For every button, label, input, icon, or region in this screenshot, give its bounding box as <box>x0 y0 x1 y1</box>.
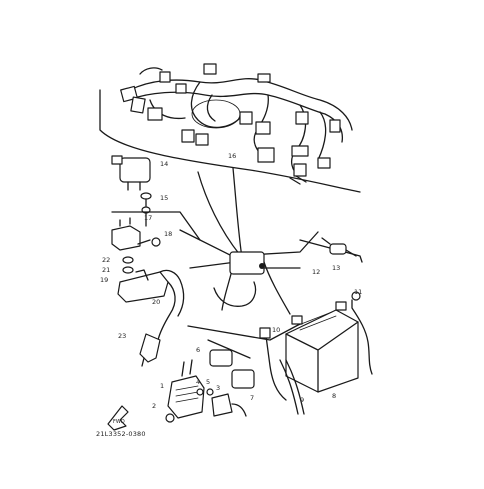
callout-5: 5 <box>206 378 210 386</box>
fuse-frame-line <box>207 339 251 359</box>
battery-part <box>285 301 359 393</box>
relay-part <box>111 155 152 207</box>
harness-frame-line <box>99 89 361 193</box>
spark-plug-cap-part <box>139 333 161 367</box>
frame-line-left <box>111 211 201 241</box>
connector-block <box>229 251 265 275</box>
nut-part-22 <box>122 256 134 264</box>
callout-15: 15 <box>160 194 168 202</box>
connector-part-12 <box>299 237 363 263</box>
callout-2: 2 <box>152 402 156 410</box>
callout-22: 22 <box>102 256 110 264</box>
callout-14: 14 <box>160 160 168 168</box>
collar-part-5 <box>206 388 214 396</box>
callout-21: 21 <box>102 266 110 274</box>
callout-12: 12 <box>312 268 320 276</box>
nut-part-18 <box>151 237 161 247</box>
starter-relay-part <box>111 217 141 251</box>
rectifier-part <box>167 359 205 419</box>
regulator-part-3 <box>211 393 247 417</box>
frame-line-right <box>263 261 291 315</box>
leader-17 <box>137 239 151 245</box>
callout-6: 6 <box>196 346 200 354</box>
callout-1: 1 <box>160 382 164 390</box>
callout-18: 18 <box>164 230 172 238</box>
svg-text:FWD: FWD <box>113 419 125 425</box>
wire-harness <box>120 63 353 185</box>
callout-17: 17 <box>144 214 152 222</box>
cable-terminal-10 <box>259 327 271 339</box>
callout-7: 7 <box>250 394 254 402</box>
breather-pipe-part <box>279 359 299 415</box>
bolt-part-4 <box>196 388 204 396</box>
breather-pipe-part-b <box>285 359 305 415</box>
harness-leader-line <box>232 167 243 259</box>
callout-10: 10 <box>272 326 280 334</box>
callout-8: 8 <box>332 392 336 400</box>
callout-16: 16 <box>228 152 236 160</box>
callout-labels: 1 2 3 4 5 6 7 8 9 10 11 12 13 14 15 16 1… <box>100 152 362 410</box>
fuse-part-7 <box>231 369 255 389</box>
cable-terminal <box>351 291 361 301</box>
frame-bracket-lower <box>213 281 257 307</box>
callout-13: 13 <box>332 264 340 272</box>
fastener-dot <box>259 263 265 269</box>
front-arrow-symbol: FWD <box>107 405 129 431</box>
fuse-holder-part-6 <box>209 349 233 367</box>
callout-4: 4 <box>196 378 200 386</box>
drawing-code: 21L3352-0380 <box>96 430 146 438</box>
callout-23: 23 <box>118 332 126 340</box>
callout-3: 3 <box>216 384 220 392</box>
harness-leader-line-2 <box>197 171 241 256</box>
callout-11: 11 <box>354 288 362 296</box>
callout-9: 9 <box>300 396 304 404</box>
washer-part-21 <box>122 266 134 274</box>
battery-cable-part-10 <box>265 335 287 401</box>
bolt-part-2 <box>165 413 175 423</box>
ignition-coil-part <box>117 269 185 341</box>
callout-20: 20 <box>152 298 160 306</box>
battery-cable-part <box>351 299 373 375</box>
frame-line-mid <box>187 323 301 341</box>
callout-19: 19 <box>100 276 108 284</box>
